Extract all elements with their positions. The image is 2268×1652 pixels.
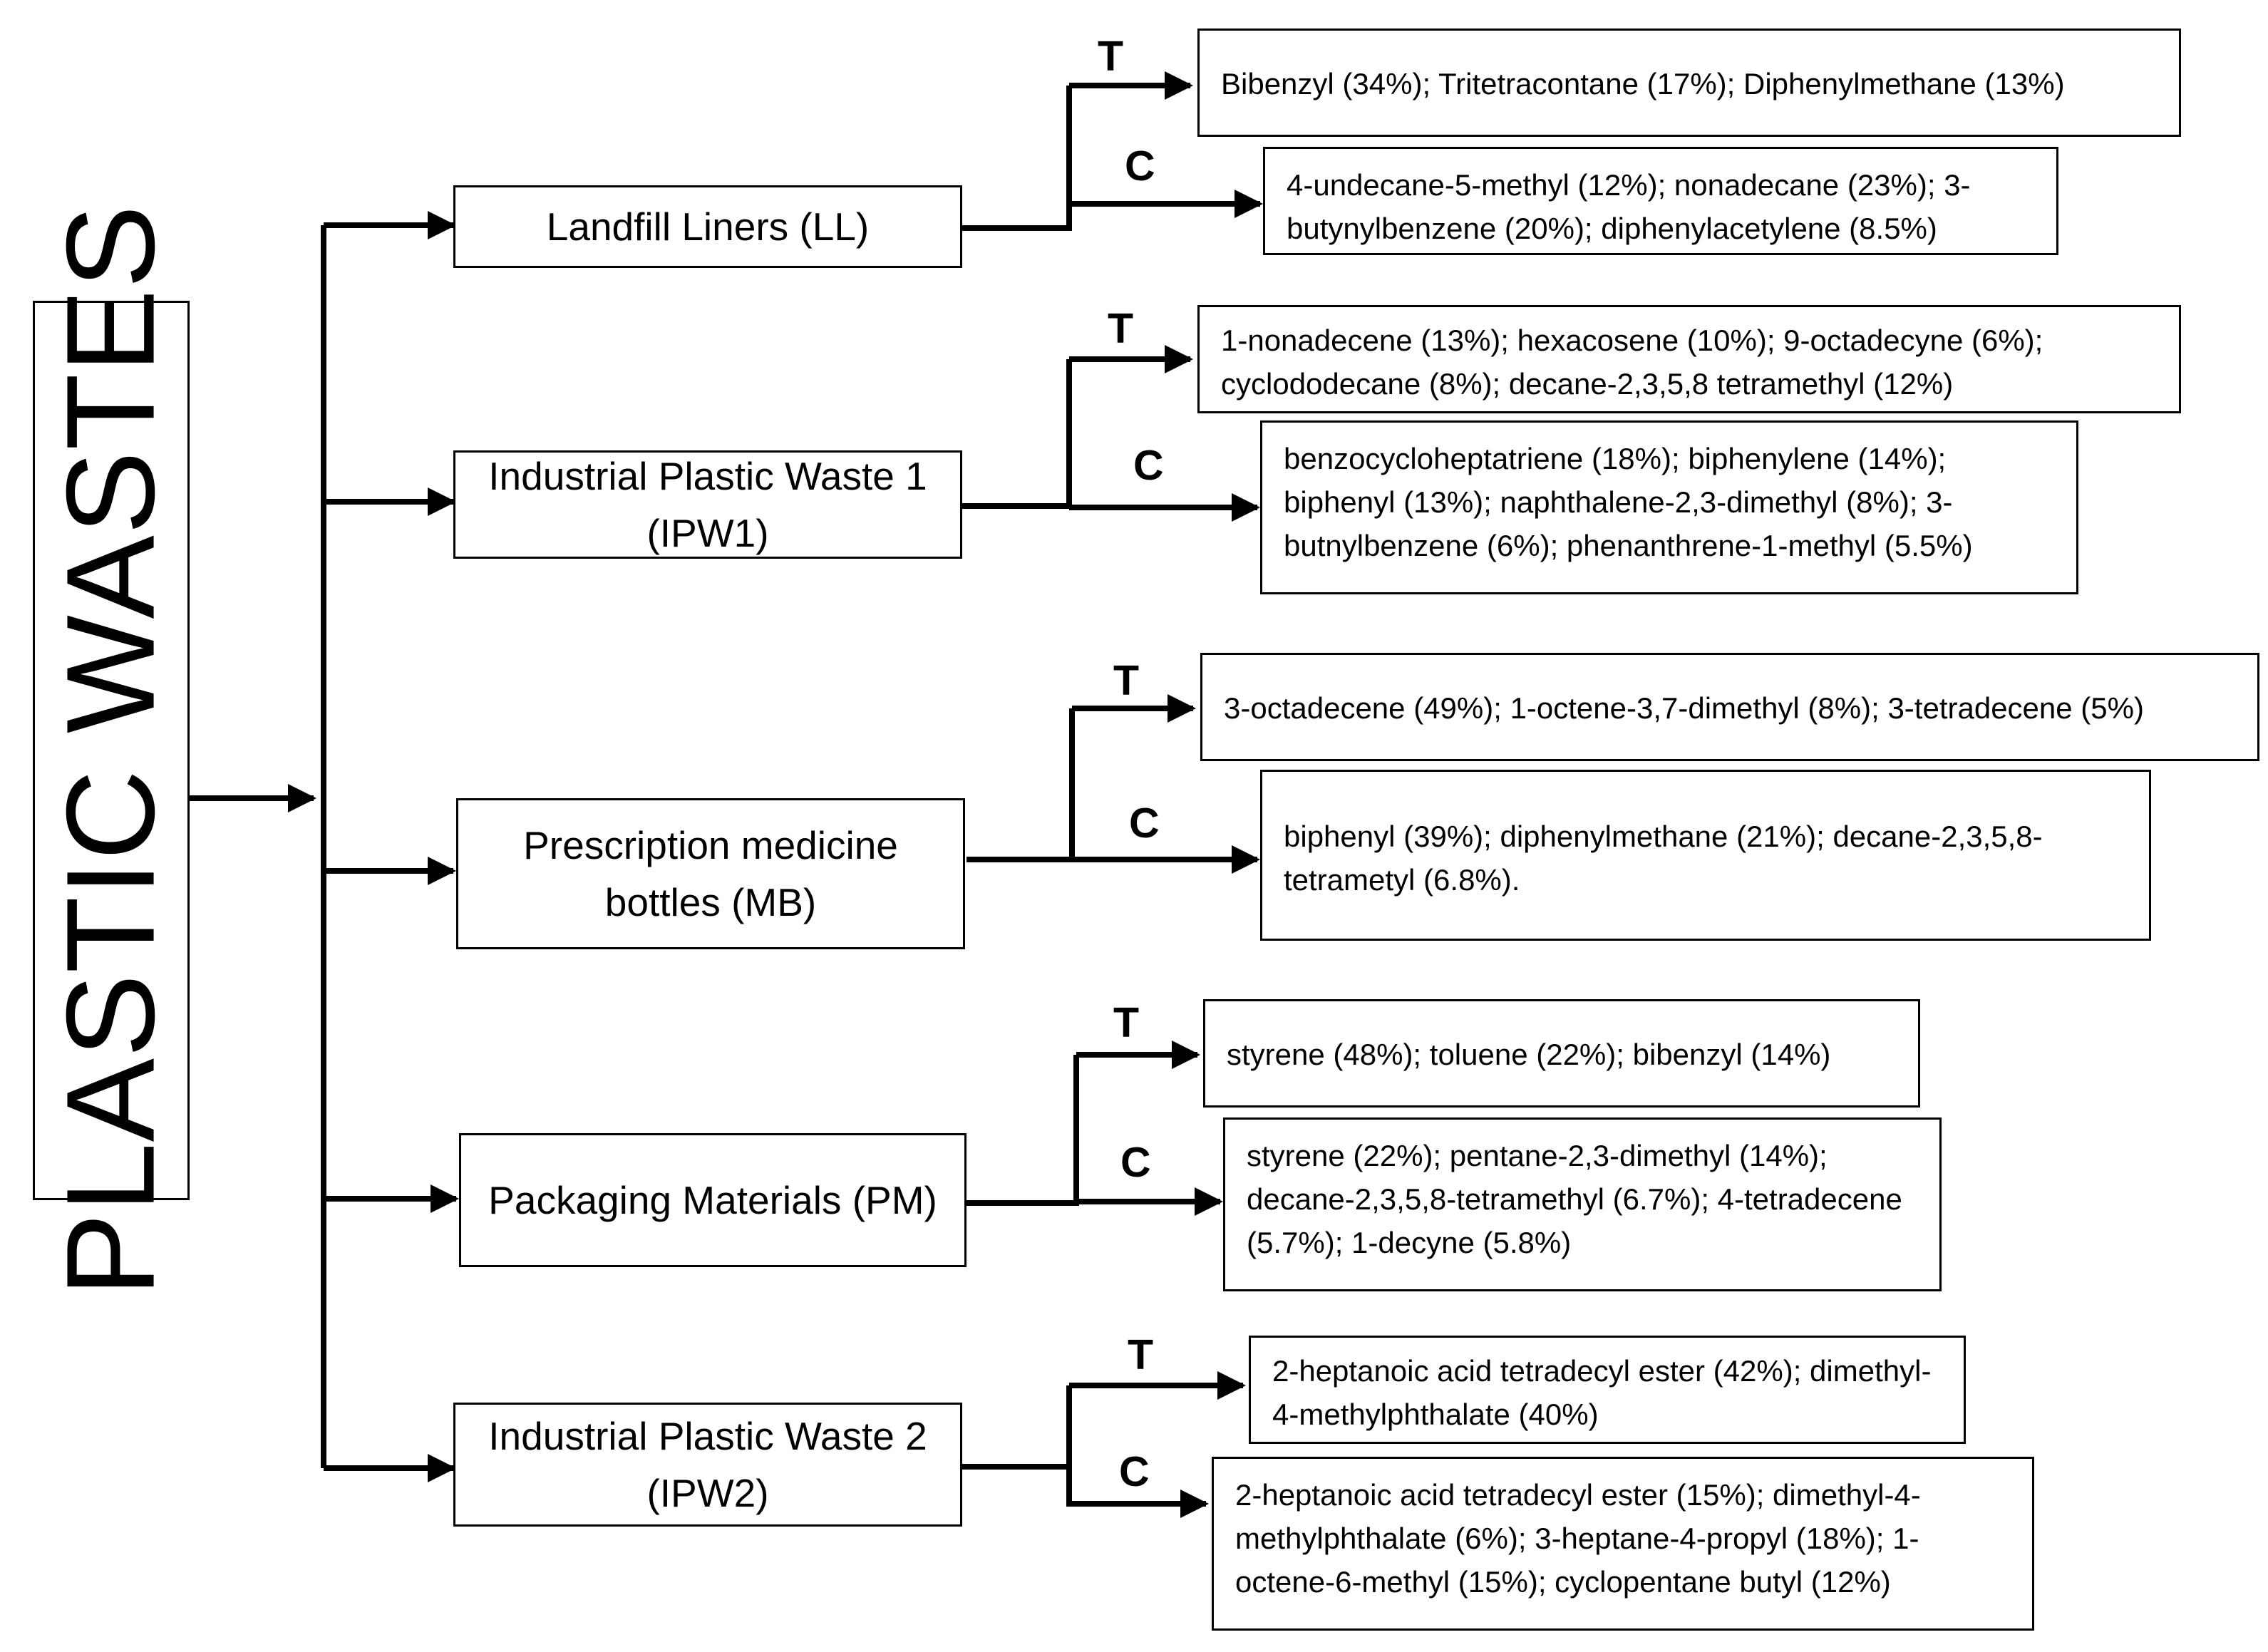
mb-thermal-label: T <box>1113 657 1140 704</box>
source-label-ipw1: Industrial Plastic Waste 1 (IPW1) <box>488 454 927 555</box>
source-label-ll: Landfill Liners (LL) <box>546 205 870 249</box>
ipw2-stub <box>962 1385 1072 1470</box>
ll-stub <box>962 86 1072 231</box>
mb-catalytic-products: biphenyl (39%); diphenylmethane (21%); d… <box>1260 770 2151 941</box>
pm-catalytic-products: styrene (22%); pentane-2,3-dimethyl (14%… <box>1223 1117 1942 1291</box>
plastic-wastes-label: PLASTIC WASTES <box>41 204 181 1297</box>
mb-catalytic-label: C <box>1129 800 1160 847</box>
source-label-pm: Packaging Materials (PM) <box>488 1178 937 1222</box>
mb-stub <box>967 708 1075 862</box>
source-box-mb: Prescription medicine bottles (MB) <box>456 798 965 949</box>
ipw1-thermal-label: T <box>1108 305 1134 352</box>
ipw2-arrow-c <box>1066 1467 1209 1518</box>
ipw2-catalytic-label: C <box>1119 1448 1150 1495</box>
ipw1-thermal-products: 1-nonadecene (13%); hexacosene (10%); 9-… <box>1197 305 2181 413</box>
ipw2-catalytic-products: 2-heptanoic acid tetradecyl ester (15%);… <box>1212 1457 2034 1631</box>
pm-thermal-products: styrene (48%); toluene (22%); bibenzyl (… <box>1203 999 1920 1108</box>
source-box-ll: Landfill Liners (LL) <box>453 185 962 268</box>
source-box-ipw2: Industrial Plastic Waste 2 (IPW2) <box>453 1403 962 1527</box>
ipw1-stub <box>962 359 1072 509</box>
pm-stub <box>967 1055 1079 1206</box>
ipw1-catalytic-label: C <box>1133 442 1164 489</box>
plastic-wastes-box: PLASTIC WASTES <box>33 204 190 1297</box>
source-label-mb: Prescription medicine bottles (MB) <box>523 823 898 924</box>
ipw1-catalytic-products: benzocycloheptatriene (18%); biphenylene… <box>1260 420 2078 594</box>
pm-thermal-label: T <box>1113 999 1140 1046</box>
ll-catalytic-products: 4-undecane-5-methyl (12%); nonadecane (2… <box>1263 147 2058 255</box>
source-label-ipw2: Industrial Plastic Waste 2 (IPW2) <box>488 1414 927 1515</box>
source-box-ipw1: Industrial Plastic Waste 1 (IPW1) <box>453 450 962 559</box>
source-box-pm: Packaging Materials (PM) <box>459 1133 967 1267</box>
ll-thermal-label: T <box>1098 33 1124 80</box>
ll-thermal-products: Bibenzyl (34%); Tritetracontane (17%); D… <box>1197 29 2181 137</box>
ll-catalytic-label: C <box>1125 143 1155 190</box>
ipw2-thermal-products: 2-heptanoic acid tetradecyl ester (42%);… <box>1249 1336 1966 1444</box>
ipw2-thermal-label: T <box>1128 1331 1154 1378</box>
mb-thermal-products: 3-octadecene (49%); 1-octene-3,7-dimethy… <box>1200 653 2259 761</box>
pm-catalytic-label: C <box>1120 1139 1151 1186</box>
